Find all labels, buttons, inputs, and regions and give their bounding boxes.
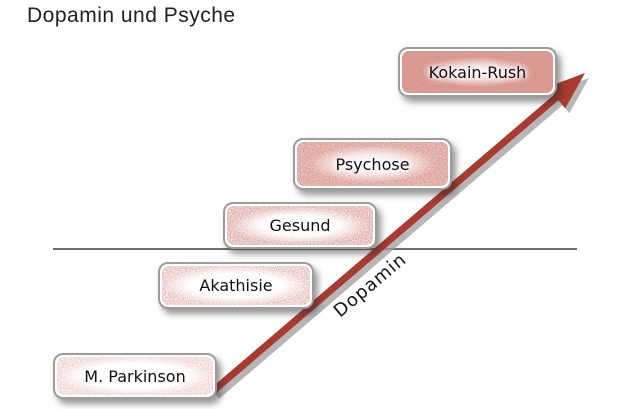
speckle-texture <box>297 142 448 186</box>
speckle-texture <box>57 357 213 395</box>
node-label: Gesund <box>269 216 331 235</box>
node-kokain-rush: Kokain-Rush <box>398 47 557 97</box>
arrow-body <box>210 73 585 394</box>
node-akathisie: Akathisie <box>158 262 314 309</box>
node-label: Akathisie <box>199 276 273 295</box>
node-label: Kokain-Rush <box>428 62 527 82</box>
baseline-divider <box>53 248 577 250</box>
speckle-texture <box>162 266 310 305</box>
node-psychose: Psychose <box>293 138 452 190</box>
node-label: Psychose <box>335 154 410 174</box>
node-gesund: Gesund <box>223 202 377 249</box>
speckle-texture <box>402 51 553 93</box>
speckle-texture <box>227 206 373 245</box>
page-title: Dopamin und Psyche <box>27 4 236 27</box>
node-m-parkinson: M. Parkinson <box>53 353 217 399</box>
node-label: M. Parkinson <box>84 366 186 386</box>
